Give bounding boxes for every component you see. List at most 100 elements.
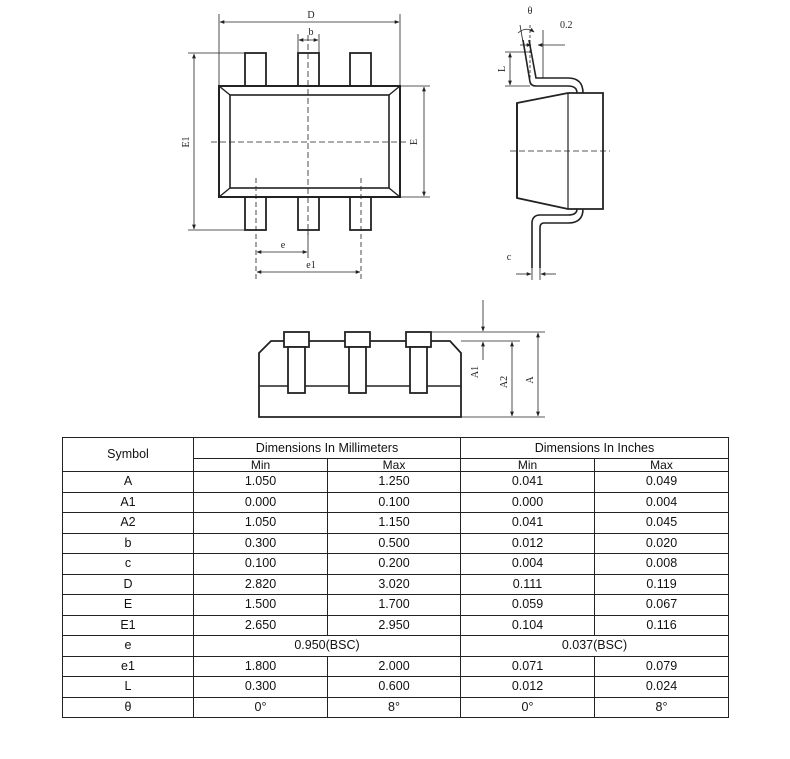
mm-min-cell: 2.820 <box>193 573 328 595</box>
in-min-header: Min <box>460 458 595 472</box>
side-bottom-lead <box>531 208 584 268</box>
table-row: A2 1.050 1.150 0.041 0.045 <box>62 512 730 534</box>
mm-max-cell: 0.600 <box>327 676 461 698</box>
symbol-cell: A2 <box>62 512 194 534</box>
mm-header: Dimensions In Millimeters <box>193 437 461 459</box>
mm-min-header: Min <box>193 458 328 472</box>
in-min-cell: 0.104 <box>460 614 595 636</box>
label-D: D <box>307 10 314 21</box>
symbol-cell: E1 <box>62 614 194 636</box>
in-bsc-cell: 0.037(BSC) <box>459 635 730 657</box>
table-row: e 0.950(BSC) 0.037(BSC) <box>62 635 730 657</box>
table-row: L 0.300 0.600 0.012 0.024 <box>62 676 730 698</box>
mm-min-cell: 1.800 <box>193 655 328 677</box>
in-max-cell: 0.049 <box>593 471 730 493</box>
in-max-header: Max <box>593 458 730 472</box>
in-max-cell: 0.008 <box>593 553 730 575</box>
bottom-lead-1 <box>244 196 267 231</box>
in-min-cell: 0.041 <box>460 471 595 493</box>
mm-min-cell: 0.300 <box>193 676 328 698</box>
in-min-cell: 0.012 <box>460 676 595 698</box>
top-view <box>188 14 430 280</box>
in-max-cell: 0.079 <box>593 655 730 677</box>
table-row: E1 2.650 2.950 0.104 0.116 <box>62 614 730 636</box>
in-min-cell: 0.041 <box>460 512 595 534</box>
package-body-inner <box>229 94 390 189</box>
mm-min-cell: 0.000 <box>193 491 328 513</box>
table-row: c 0.100 0.200 0.004 0.008 <box>62 553 730 575</box>
bottom-lead-3 <box>349 196 372 231</box>
in-max-cell: 0.067 <box>593 594 730 616</box>
label-b: b <box>309 27 314 38</box>
top-lead-1 <box>244 52 267 87</box>
table-row: D 2.820 3.020 0.111 0.119 <box>62 573 730 595</box>
mm-min-cell: 1.050 <box>193 471 328 493</box>
symbol-header: Symbol <box>62 437 194 472</box>
label-E: E <box>409 139 420 145</box>
mm-max-cell: 0.500 <box>327 532 461 554</box>
mm-max-cell: 1.700 <box>327 594 461 616</box>
in-min-cell: 0.111 <box>460 573 595 595</box>
in-max-cell: 0.045 <box>593 512 730 534</box>
symbol-cell: A1 <box>62 491 194 513</box>
in-min-cell: 0° <box>460 696 595 718</box>
symbol-cell: e <box>62 635 194 657</box>
front-lead-3 <box>405 331 432 348</box>
symbol-cell: θ <box>62 696 194 718</box>
mm-max-cell: 2.000 <box>327 655 461 677</box>
mm-max-cell: 2.950 <box>327 614 461 636</box>
in-min-cell: 0.004 <box>460 553 595 575</box>
label-gauge: 0.2 <box>560 20 573 31</box>
in-max-cell: 0.116 <box>593 614 730 636</box>
side-top-lead <box>522 39 584 94</box>
symbol-cell: D <box>62 573 194 595</box>
table-row: θ 0° 8° 0° 8° <box>62 696 730 718</box>
dimensions-table: Symbol Dimensions In Millimeters Dimensi… <box>62 437 730 718</box>
label-A: A <box>525 376 536 384</box>
label-e1: e1 <box>306 260 315 271</box>
symbol-cell: L <box>62 676 194 698</box>
mm-min-cell: 2.650 <box>193 614 328 636</box>
front-lead-2 <box>344 331 371 348</box>
label-A1: A1 <box>470 366 481 378</box>
in-max-cell: 8° <box>593 696 730 718</box>
front-view-labels: A1 A2 A <box>470 366 536 388</box>
in-max-cell: 0.119 <box>593 573 730 595</box>
front-view <box>258 300 545 418</box>
symbol-cell: b <box>62 532 194 554</box>
mm-max-header: Max <box>327 458 461 472</box>
symbol-cell: c <box>62 553 194 575</box>
package-body-outer <box>218 85 401 198</box>
top-view-labels: D b E1 E e e1 <box>181 10 420 271</box>
in-min-cell: 0.059 <box>460 594 595 616</box>
mm-min-cell: 0.100 <box>193 553 328 575</box>
front-lead-1 <box>283 331 310 348</box>
label-c: c <box>507 252 512 263</box>
mm-max-cell: 3.020 <box>327 573 461 595</box>
label-L: L <box>497 66 508 72</box>
in-min-cell: 0.000 <box>460 491 595 513</box>
table-row: E 1.500 1.700 0.059 0.067 <box>62 594 730 616</box>
symbol-cell: e1 <box>62 655 194 677</box>
mm-max-cell: 8° <box>327 696 461 718</box>
mm-bsc-cell: 0.950(BSC) <box>193 635 461 657</box>
side-view-labels: θ 0.2 L c <box>497 6 573 263</box>
table-row: A1 0.000 0.100 0.000 0.004 <box>62 491 730 513</box>
in-min-cell: 0.012 <box>460 532 595 554</box>
in-max-cell: 0.024 <box>593 676 730 698</box>
mm-min-cell: 1.500 <box>193 594 328 616</box>
table-row: e1 1.800 2.000 0.071 0.079 <box>62 655 730 677</box>
in-min-cell: 0.071 <box>460 655 595 677</box>
bottom-lead-2 <box>297 196 320 231</box>
mm-max-cell: 0.200 <box>327 553 461 575</box>
table-row: b 0.300 0.500 0.012 0.020 <box>62 532 730 554</box>
label-e: e <box>281 240 286 251</box>
in-max-cell: 0.004 <box>593 491 730 513</box>
in-max-cell: 0.020 <box>593 532 730 554</box>
inch-header: Dimensions In Inches <box>459 437 730 459</box>
label-E1: E1 <box>181 136 192 147</box>
symbol-cell: E <box>62 594 194 616</box>
side-view <box>505 24 610 280</box>
mm-min-cell: 0° <box>193 696 328 718</box>
top-lead-2 <box>297 52 320 87</box>
